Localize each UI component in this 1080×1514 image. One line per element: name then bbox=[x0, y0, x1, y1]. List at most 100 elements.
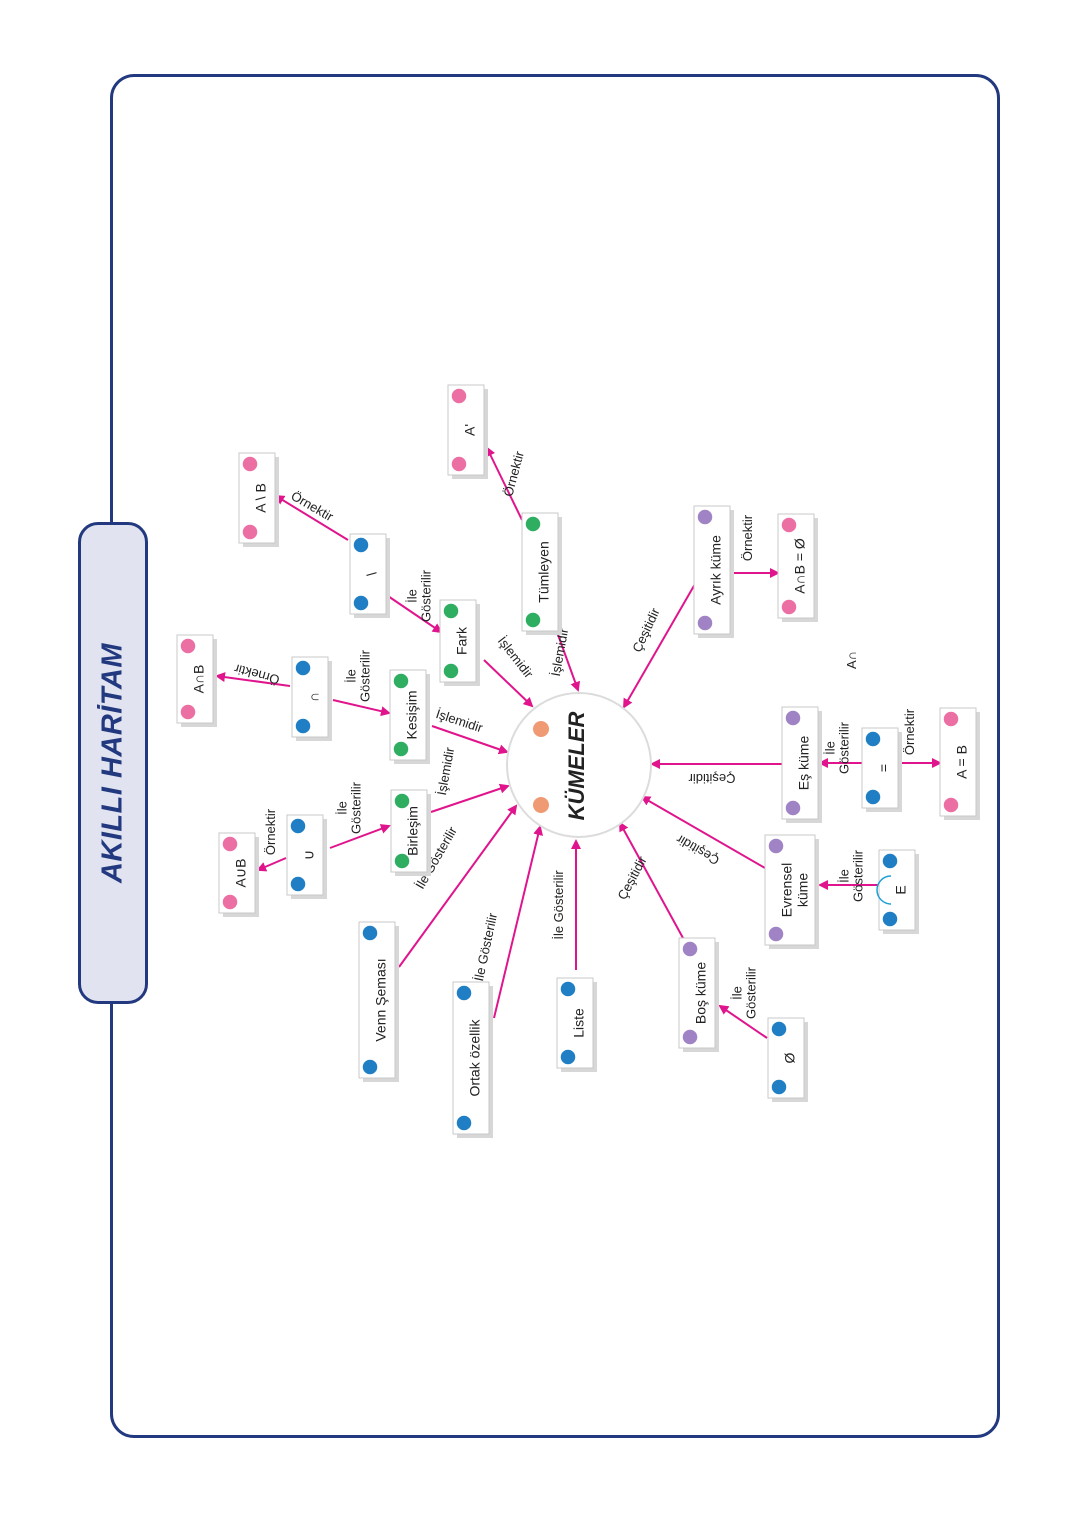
node-box bbox=[452, 981, 490, 1135]
node-dot bbox=[392, 672, 410, 690]
node-dot bbox=[294, 717, 312, 735]
edge-arrow bbox=[215, 672, 291, 687]
node-sym_inter: ∩ bbox=[291, 656, 332, 741]
node-dot bbox=[681, 1028, 699, 1046]
edge-sym_inter-to-kesisim: İleGösterilir bbox=[332, 649, 391, 717]
node-dot bbox=[352, 594, 370, 612]
node-label: \ bbox=[364, 572, 380, 576]
edge-arrow bbox=[256, 857, 287, 872]
node-dot bbox=[524, 515, 542, 533]
node-bos: Boş küme bbox=[678, 937, 719, 1052]
node-ex_inter: A∩B bbox=[176, 634, 217, 727]
node-birlesim: Birleşim bbox=[390, 789, 431, 876]
node-label: Eş küme bbox=[796, 736, 812, 791]
edge-label: İşlemidir bbox=[495, 634, 537, 682]
node-label: Ø bbox=[782, 1052, 798, 1063]
node-label: Ortak özellik bbox=[467, 1018, 483, 1096]
node-dot bbox=[524, 611, 542, 629]
edge-birlesim-to-center: İşlemidir bbox=[430, 745, 510, 813]
edge-arrow bbox=[718, 1004, 768, 1039]
node-dot bbox=[450, 387, 468, 405]
node-dot bbox=[221, 893, 239, 911]
node-venn: Venn Şeması bbox=[358, 921, 399, 1082]
edge-sym_diff-to-fark: İleGösterilir bbox=[384, 569, 443, 634]
node-label: Fark bbox=[454, 626, 470, 655]
node-dot bbox=[942, 710, 960, 728]
edge-tumleyen-to-ex_comp: Örnektir bbox=[486, 446, 527, 521]
edge-label: İleGösterilir bbox=[729, 966, 758, 1019]
edge-liste-to-center: İle Gösterilir bbox=[551, 839, 581, 970]
edge-sym_union-to-birlesim: İleGösterilir bbox=[329, 781, 391, 849]
node-label: A \ B bbox=[253, 483, 269, 513]
edge-sym_eq-to-es: İleGösterilir bbox=[818, 721, 862, 774]
node-ex_equal: A = B bbox=[939, 707, 980, 820]
edge-arrow bbox=[332, 699, 391, 717]
edge-sym_inter-to-ex_inter: Örnektir bbox=[215, 661, 291, 688]
edge-label: İşlemidir bbox=[434, 745, 457, 796]
edge-arrow bbox=[431, 725, 509, 755]
edge-label: İleGösterilir bbox=[836, 849, 865, 902]
edge-sym_empty-to-bos: İleGösterilir bbox=[718, 966, 768, 1039]
edge-tumleyen-to-center: İşlemidir bbox=[548, 626, 580, 692]
node-tumleyen: Tümleyen bbox=[521, 512, 562, 635]
edge-bos-to-center: Çeşitidir bbox=[614, 821, 684, 939]
node-label: ∪ bbox=[301, 850, 317, 860]
node-evrensel: Evrenselküme bbox=[764, 834, 819, 949]
node-dot bbox=[442, 662, 460, 680]
node-dot bbox=[767, 925, 785, 943]
node-sym_eq: = bbox=[861, 727, 902, 812]
node-dot bbox=[770, 1020, 788, 1038]
node-dot bbox=[864, 730, 882, 748]
node-dot bbox=[767, 837, 785, 855]
node-liste: Liste bbox=[556, 977, 597, 1072]
edge-label: İleGösterilir bbox=[404, 569, 433, 622]
node-label: A' bbox=[462, 424, 478, 436]
node-label: Evrenselküme bbox=[778, 863, 810, 917]
node-label: E bbox=[893, 885, 909, 894]
node-dot bbox=[241, 455, 259, 473]
edge-label: Örnektir bbox=[500, 449, 527, 498]
node-box bbox=[693, 505, 731, 635]
edge-label: İleGösterilir bbox=[822, 721, 851, 774]
edge-label: İle Gösterilir bbox=[551, 870, 566, 940]
center-dot bbox=[533, 797, 549, 813]
node-label: A = B bbox=[954, 745, 970, 779]
node-ex_diff: A \ B bbox=[238, 452, 279, 547]
node-dot bbox=[393, 852, 411, 870]
edge-arrow bbox=[556, 631, 580, 692]
edge-label: İşlemidir bbox=[434, 706, 485, 735]
edge-label: İleGösterilir bbox=[334, 781, 363, 834]
stray-text: A∩ bbox=[844, 651, 859, 669]
title-tab: AKILLI HARİTAM bbox=[78, 522, 148, 1004]
node-dot bbox=[294, 659, 312, 677]
edge-arrow bbox=[640, 796, 766, 869]
edge-sym_E-to-evrensel: İleGösterilir bbox=[818, 849, 878, 902]
node-label: Venn Şeması bbox=[373, 958, 389, 1041]
node-dot bbox=[352, 536, 370, 554]
universal-set-arc bbox=[876, 875, 892, 905]
edge-arrow bbox=[329, 824, 391, 849]
node-dot bbox=[780, 598, 798, 616]
node-label: Birleşim bbox=[405, 806, 421, 856]
node-ex_union: A∪B bbox=[218, 832, 259, 917]
center-label: KÜMELER bbox=[564, 712, 589, 821]
node-label: ∩ bbox=[306, 692, 322, 702]
edge-arrow bbox=[619, 821, 684, 939]
edge-arrow bbox=[430, 783, 510, 813]
edge-label: İleGösterilir bbox=[343, 649, 372, 702]
node-ortak: Ortak özellik bbox=[452, 981, 493, 1138]
node-box bbox=[521, 512, 559, 632]
edge-label: Örnektir bbox=[263, 808, 278, 855]
edge-ayrik-to-center: Çeşitidir bbox=[623, 583, 696, 709]
node-dot bbox=[696, 508, 714, 526]
node-sym_E: E bbox=[876, 849, 919, 934]
node-ex_disjoint: A∩B = Ø bbox=[777, 513, 818, 622]
edge-evrensel-to-center: Çeşitidir bbox=[640, 796, 766, 869]
node-label: Liste bbox=[571, 1008, 587, 1038]
node-dot bbox=[392, 740, 410, 758]
edge-label: Örnektir bbox=[902, 708, 917, 755]
node-dot bbox=[450, 455, 468, 473]
node-label: = bbox=[876, 764, 892, 772]
edge-arrow bbox=[623, 583, 696, 709]
